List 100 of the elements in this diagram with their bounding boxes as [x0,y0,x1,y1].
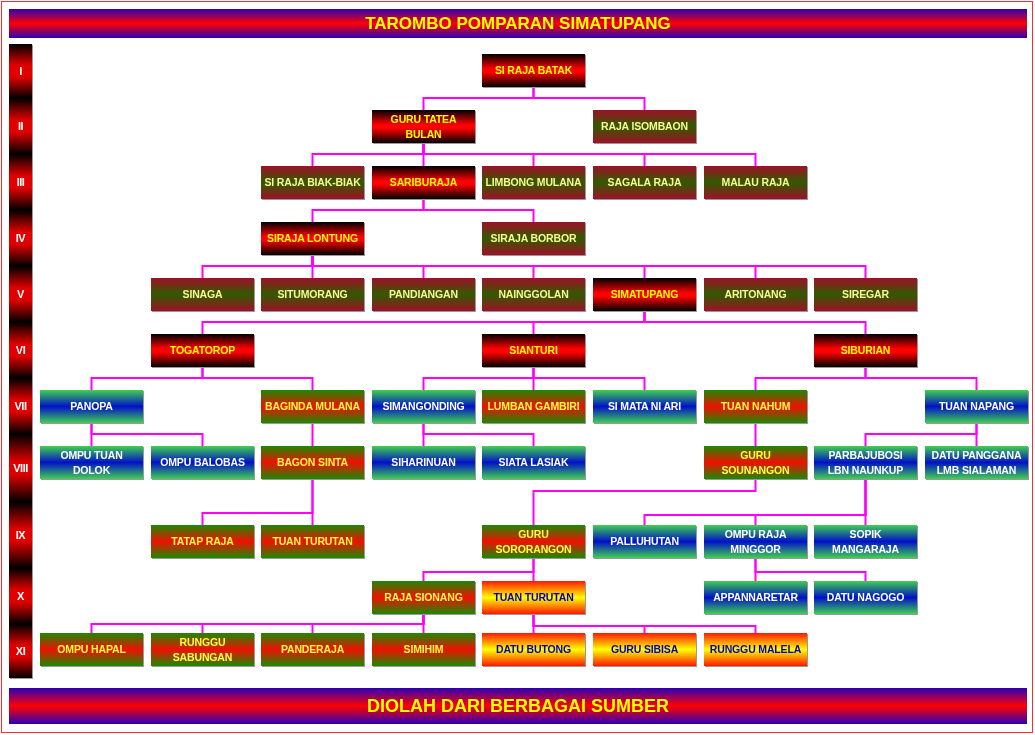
person-name: SIMIHIM [403,642,444,657]
person-box [40,446,143,479]
connector-line [532,613,757,634]
person-box [482,633,585,666]
person-box [372,581,475,614]
person-name: SARIBURAJA [389,175,458,190]
person-name: OMPU RAJA MINGGOR [723,526,788,557]
person-box [151,633,254,666]
person-box [482,222,585,255]
person-box [151,525,254,558]
person-box [704,390,807,423]
connector-line [422,142,757,167]
person-box [261,390,364,423]
person-box [814,525,917,558]
person-name: LIMBONG MULANA [485,175,582,190]
person-box [372,390,475,423]
person-name: NAINGGOLAN [498,287,569,302]
person-box [593,633,696,666]
person-name: SIHARINUAN [391,455,456,470]
person-name: TOGATOROP [169,343,236,358]
person-name: PANDERAJA [280,642,345,657]
person-name: TUAN NAHUM [720,399,791,414]
person-box [40,390,143,423]
person-name: DATU BUTONG [496,642,571,657]
person-box [482,54,585,87]
person-box [372,278,475,311]
generation-number: X [16,589,25,603]
person-box [704,525,807,558]
person-name: RAJA SIONANG [384,590,463,605]
person-box [482,278,585,311]
person-name: SOPIK MANGARAJA [831,526,900,557]
person-box [372,166,475,199]
person-name: OMPU TUAN DOLOK [59,447,124,478]
person-name: GURU SOUNANGON [720,447,791,478]
person-box [372,110,475,143]
generation-number: IX [14,528,27,542]
person-box [814,278,917,311]
person-box [261,525,364,558]
connector-line [422,422,535,447]
person-name: RUNGGU SABUNGAN [171,634,234,665]
connector-line [532,366,646,391]
person-name: SAGALA RAJA [607,175,682,190]
connector-line [422,198,535,223]
person-name: SIANTURI [509,343,558,358]
person-name: SIMANGONDING [382,399,465,414]
person-name: SITUMORANG [277,287,348,302]
person-name: GURU SIBISA [610,642,679,657]
person-box [593,278,696,311]
person-box [482,390,585,423]
person-name: TUAN TURUTAN [272,534,353,549]
person-name: OMPU HAPAL [57,642,126,657]
person-name: TUAN TURUTAN [493,590,574,605]
connector-line [643,310,867,335]
person-name: DATU PANGGANA LMB SIALAMAN [930,447,1023,478]
connector-line [975,422,978,447]
person-name: SIBURIAN [840,343,891,358]
connector-line [532,86,646,111]
generation-number: V [16,287,25,301]
person-name: APPANNARETAR [713,590,798,605]
connector-line [311,422,314,447]
generation-number: IV [14,231,27,245]
person-box [261,278,364,311]
generation-number: II [16,119,25,133]
person-box [704,633,807,666]
person-box [925,390,1028,423]
person-name: GURU SORORANGON [494,526,573,557]
person-name: SI RAJA BATAK [494,63,573,78]
connector-line [754,422,757,447]
generation-number: I [18,64,23,78]
person-box [814,446,917,479]
person-box [593,166,696,199]
person-box [704,581,807,614]
person-box [261,222,364,255]
person-name: PALLUHUTAN [610,534,679,549]
person-box [482,446,585,479]
generation-number: XI [14,644,27,658]
person-name: DATU NAGOGO [826,590,905,605]
connector-line [311,478,314,526]
title-text: TAROMBO POMPARAN SIMATUPANG [365,13,671,34]
connector-line [532,557,535,582]
person-name: RUNGGU MALELA [709,642,802,657]
person-box [372,446,475,479]
person-box [704,166,807,199]
person-name: ARITONANG [724,287,787,302]
person-name: GURU TATEA BULAN [389,111,458,142]
person-name: SINAGA [182,287,223,302]
connector-line [864,366,978,391]
person-box [261,446,364,479]
person-box [482,525,585,558]
person-box [814,334,917,367]
footer-text: DIOLAH DARI BERBAGAI SUMBER [367,695,669,717]
person-name: PANOPA [70,399,113,414]
person-box [151,334,254,367]
person-box [593,390,696,423]
person-box [593,110,696,143]
generation-number: VII [13,399,28,413]
person-box [261,633,364,666]
person-name: LUMBAN GAMBIRI [487,399,580,414]
person-box [704,446,807,479]
person-box [40,633,143,666]
